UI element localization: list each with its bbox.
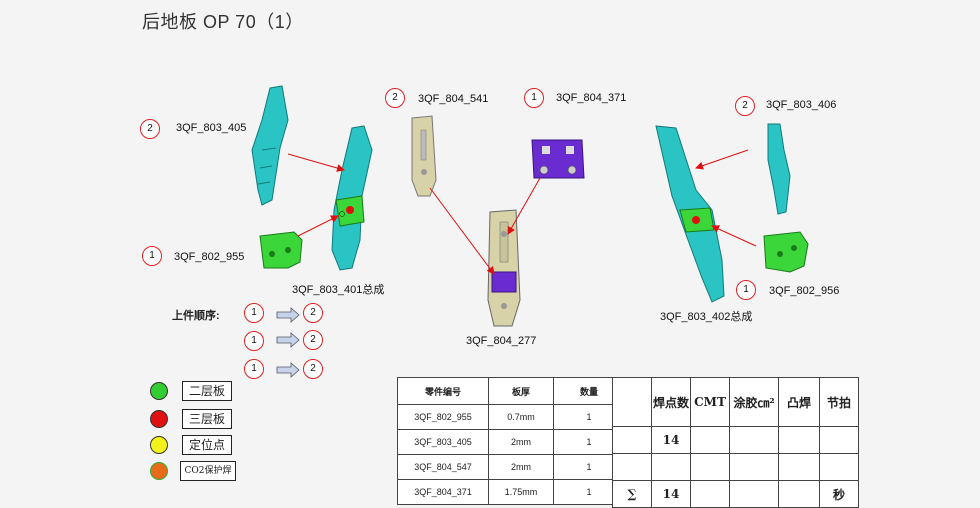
part-label-803-406: 3QF_803_406: [766, 99, 837, 111]
table-row: 3QF_802_955 0.7mm 1: [397, 404, 625, 430]
table-header-row: 零件编号 板厚 数量: [397, 377, 625, 405]
table-cell: 3QF_802_955: [397, 404, 489, 430]
sequence-from: 1: [244, 331, 264, 351]
table-header: 板厚: [488, 377, 554, 405]
table-cell: 14: [651, 480, 691, 508]
table-cell: [690, 453, 730, 481]
table-cell: [819, 426, 859, 454]
table-cell: [729, 453, 779, 481]
page-title: 后地板 OP 70（1）: [142, 12, 304, 32]
part-badge: 2: [735, 96, 755, 116]
table-cell: [729, 480, 779, 508]
parts-table: 零件编号 板厚 数量 3QF_802_955 0.7mm 1 3QF_803_4…: [397, 377, 625, 505]
table-cell: [729, 426, 779, 454]
table-cell: [651, 453, 691, 481]
table-row: 3QF_804_371 1.75mm 1: [397, 479, 625, 505]
table-header-row: 焊点数 CMT 涂胶㎝² 凸焊 节拍: [612, 377, 859, 427]
table-cell: [778, 426, 820, 454]
assembly-803-402-image: [655, 125, 725, 303]
assembly-label-right: 3QF_803_402总成: [660, 311, 753, 323]
part-803-406-image: [767, 123, 791, 215]
sequence-title: 上件顺序:: [172, 310, 220, 322]
table-cell: [690, 426, 730, 454]
part-badge: 1: [524, 88, 544, 108]
table-cell: 0.7mm: [488, 404, 554, 430]
legend-label: CO2保护焊: [180, 461, 236, 481]
part-badge: 1: [736, 280, 756, 300]
sequence-from: 1: [244, 303, 264, 323]
table-row: ∑ 14 秒: [612, 480, 859, 508]
table-header: [612, 377, 652, 427]
part-badge: 2: [385, 88, 405, 108]
part-badge: 2: [140, 119, 160, 139]
sequence-arrows: [276, 307, 300, 378]
part-802-955-image: [259, 231, 303, 269]
table-cell: [778, 453, 820, 481]
part-804-541-image: [411, 115, 437, 197]
table-cell: ∑: [612, 480, 652, 508]
table-cell: [778, 480, 820, 508]
sequence-to: 2: [303, 330, 323, 350]
legend-swatch-red: [150, 410, 168, 428]
table-cell: 2mm: [488, 429, 554, 455]
table-header: 涂胶㎝²: [729, 377, 779, 427]
part-802-956-image: [763, 231, 809, 273]
part-label-803-405: 3QF_803_405: [176, 122, 247, 134]
table-header: 焊点数: [651, 377, 691, 427]
table-row: [612, 453, 859, 481]
legend-swatch-green: [150, 382, 168, 400]
table-header: 凸焊: [778, 377, 820, 427]
legend-swatch-yellow: [150, 436, 168, 454]
table-cell: 3QF_803_405: [397, 429, 489, 455]
table-cell: [690, 480, 730, 508]
assembly-label-left: 3QF_803_401总成: [292, 284, 385, 296]
table-header: CMT: [690, 377, 730, 427]
table-cell: [819, 453, 859, 481]
assembly-804-277-image: [487, 209, 521, 327]
table-row: 3QF_803_405 2mm 1: [397, 429, 625, 455]
table-cell: 3QF_804_547: [397, 454, 489, 480]
table-cell: 2mm: [488, 454, 554, 480]
table-row: 3QF_804_547 2mm 1: [397, 454, 625, 480]
table-cell: 1.75mm: [488, 479, 554, 505]
table-row: 14: [612, 426, 859, 454]
part-label-804-371: 3QF_804_371: [556, 92, 627, 104]
table-cell: 14: [651, 426, 691, 454]
part-804-371-image: [531, 139, 585, 179]
table-cell: 3QF_804_371: [397, 479, 489, 505]
sequence-to: 2: [303, 303, 323, 323]
sequence-from: 1: [244, 359, 264, 379]
table-header: 节拍: [819, 377, 859, 427]
table-cell: [612, 453, 652, 481]
assembly-803-401-image: [331, 125, 373, 271]
part-803-405-image: [251, 85, 289, 206]
part-label-804-541: 3QF_804_541: [418, 93, 489, 105]
part-label-802-956: 3QF_802_956: [769, 285, 840, 297]
legend-label: 三层板: [182, 409, 232, 429]
weld-stats-table: 焊点数 CMT 涂胶㎝² 凸焊 节拍 14 ∑ 14 秒: [612, 377, 859, 508]
part-label-802-955: 3QF_802_955: [174, 251, 245, 263]
part-badge: 1: [142, 246, 162, 266]
assembly-label-center: 3QF_804_277: [466, 335, 537, 347]
legend-label: 定位点: [182, 435, 232, 455]
table-cell: 秒: [819, 480, 859, 508]
assembly-arrows: [287, 149, 757, 275]
legend-swatch-orange: [150, 462, 168, 480]
legend-label: 二层板: [182, 381, 232, 401]
sequence-to: 2: [303, 359, 323, 379]
table-header: 零件编号: [397, 377, 489, 405]
table-cell: [612, 426, 652, 454]
